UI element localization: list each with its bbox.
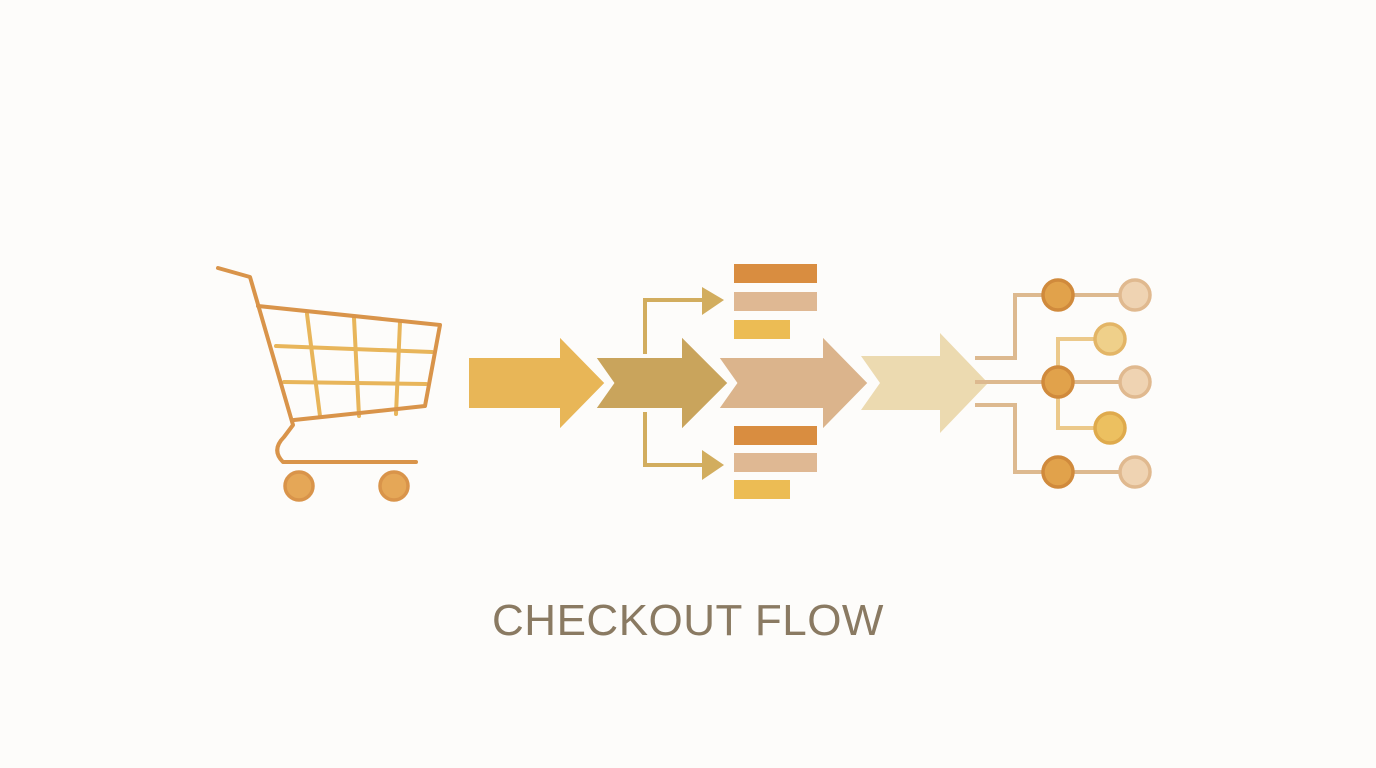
bar xyxy=(734,426,817,445)
branch-connector-top xyxy=(643,298,706,362)
cart-grid-line xyxy=(352,316,361,418)
bar xyxy=(734,264,817,283)
flow-arrows xyxy=(465,328,988,438)
branch-connector-bottom xyxy=(643,408,706,467)
tree-node xyxy=(1118,278,1152,312)
tree-node xyxy=(1041,455,1075,489)
bar xyxy=(734,320,790,339)
branch-arrow-icon xyxy=(643,298,706,467)
cart-basket-grid xyxy=(274,312,434,418)
bar-stack-bottom xyxy=(734,426,817,499)
tree-node xyxy=(1118,455,1152,489)
bar xyxy=(734,453,817,472)
shopping-cart-icon xyxy=(216,266,442,502)
tree-node xyxy=(1093,411,1127,445)
flow-arrow-1 xyxy=(465,328,610,438)
cart-handle-and-base xyxy=(216,266,418,464)
tree-line xyxy=(975,403,1042,474)
branch-arrowhead-top xyxy=(702,287,724,315)
tree-node xyxy=(1093,322,1127,356)
cart-wheel-left xyxy=(283,470,315,502)
cart-grid-line xyxy=(394,320,402,416)
tree-node xyxy=(1118,365,1152,399)
list-bars-icon xyxy=(734,264,817,499)
cart-grid-line xyxy=(274,344,434,354)
branch-arrowhead-bottom xyxy=(702,450,724,480)
tree-nodes xyxy=(1041,278,1152,489)
tree-node xyxy=(1041,365,1075,399)
tree-line xyxy=(975,293,1042,360)
cart-frame xyxy=(216,266,442,464)
cart-basket-outline xyxy=(256,304,442,422)
cart-wheel-right xyxy=(378,470,410,502)
flow-arrow-3 xyxy=(712,328,873,438)
cart-grid-line xyxy=(305,312,322,418)
network-tree-icon xyxy=(975,278,1152,489)
bar xyxy=(734,292,817,311)
flow-arrow-2 xyxy=(589,328,733,438)
cart-grid-line xyxy=(282,380,428,386)
tree-node xyxy=(1041,278,1075,312)
flow-arrow-4 xyxy=(861,333,988,433)
diagram-caption: CHECKOUT FLOW xyxy=(492,596,884,645)
bar-stack-top xyxy=(734,264,817,339)
bar xyxy=(734,480,790,499)
